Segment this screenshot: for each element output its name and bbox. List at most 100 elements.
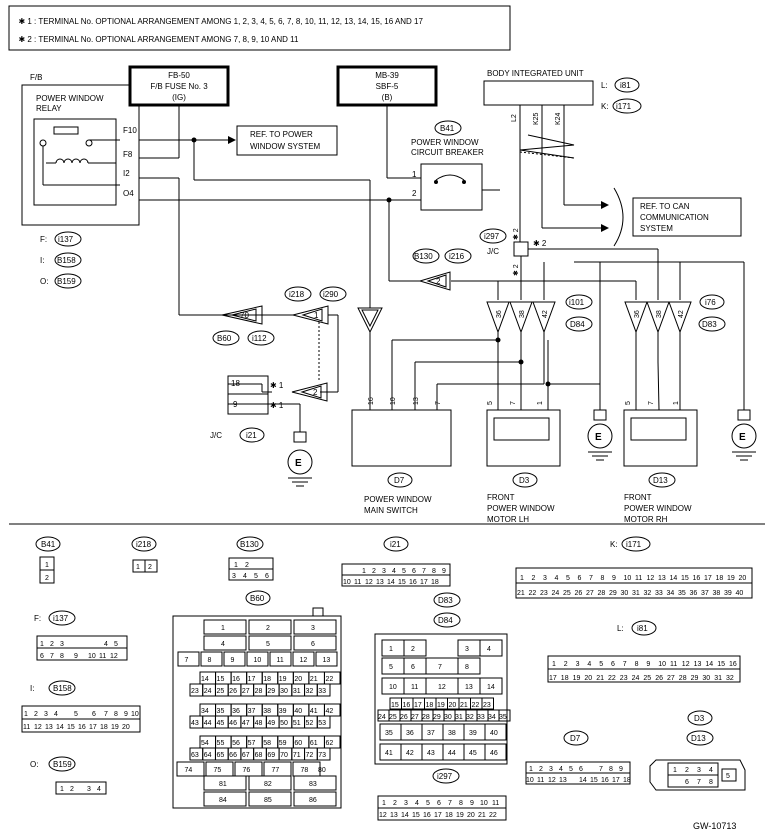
svg-text:36: 36	[634, 310, 641, 318]
svg-text:69: 69	[267, 752, 275, 759]
svg-text:5: 5	[625, 401, 632, 405]
svg-text:21: 21	[460, 702, 468, 709]
svg-text:22: 22	[472, 702, 480, 709]
svg-text:23: 23	[620, 675, 628, 682]
svg-text:MAIN SWITCH: MAIN SWITCH	[364, 506, 418, 515]
fb-label: F/B	[30, 73, 42, 82]
svg-text:2: 2	[50, 641, 54, 648]
svg-text:7: 7	[589, 575, 593, 582]
svg-text:35: 35	[385, 730, 393, 737]
svg-text:1: 1	[136, 564, 140, 571]
svg-text:3: 3	[549, 766, 553, 773]
svg-text:1: 1	[382, 800, 386, 807]
svg-text:39: 39	[469, 730, 477, 737]
svg-text:7: 7	[697, 779, 701, 786]
svg-text:2: 2	[313, 388, 318, 397]
svg-text:29: 29	[267, 688, 275, 695]
svg-text:K:: K:	[601, 102, 609, 111]
svg-text:20: 20	[584, 675, 592, 682]
svg-text:CIRCUIT BREAKER: CIRCUIT BREAKER	[411, 148, 484, 157]
svg-text:17: 17	[420, 579, 428, 586]
svg-text:23: 23	[483, 702, 491, 709]
svg-text:37: 37	[248, 708, 256, 715]
svg-text:14: 14	[56, 724, 64, 731]
svg-text:5: 5	[254, 573, 258, 580]
svg-text:B60: B60	[250, 594, 265, 603]
svg-text:6: 6	[40, 653, 44, 660]
svg-text:4: 4	[392, 568, 396, 575]
svg-text:4: 4	[54, 711, 58, 718]
svg-text:32: 32	[306, 688, 314, 695]
svg-text:POWER WINDOW: POWER WINDOW	[487, 504, 555, 513]
svg-text:B41: B41	[41, 540, 56, 549]
svg-text:52: 52	[306, 720, 314, 727]
svg-text:36: 36	[232, 708, 240, 715]
svg-text:14: 14	[579, 777, 587, 784]
svg-text:84: 84	[219, 797, 227, 804]
svg-text:FB-50: FB-50	[168, 71, 190, 80]
svg-text:11: 11	[354, 579, 361, 586]
svg-text:36: 36	[496, 310, 503, 318]
svg-text:I:: I:	[30, 684, 34, 693]
svg-text:8: 8	[709, 779, 713, 786]
svg-text:22: 22	[529, 590, 537, 597]
svg-text:24: 24	[632, 675, 640, 682]
svg-text:2: 2	[45, 575, 49, 582]
svg-text:22: 22	[489, 812, 497, 819]
svg-text:1: 1	[24, 711, 28, 718]
svg-text:73: 73	[318, 752, 326, 759]
svg-text:7: 7	[438, 664, 442, 671]
note-1: ✱ 1 : TERMINAL No. OPTIONAL ARRANGEMENT …	[14, 17, 424, 26]
relay-title-2: RELAY	[36, 104, 62, 113]
svg-text:45: 45	[216, 720, 224, 727]
svg-text:38: 38	[263, 708, 271, 715]
svg-text:50: 50	[280, 720, 288, 727]
svg-text:21: 21	[517, 590, 525, 597]
svg-text:9: 9	[612, 575, 616, 582]
svg-text:17: 17	[434, 812, 442, 819]
svg-text:5: 5	[569, 766, 573, 773]
svg-text:42: 42	[678, 310, 685, 318]
svg-text:F/B FUSE No. 3: F/B FUSE No. 3	[150, 82, 208, 91]
svg-text:5: 5	[114, 641, 118, 648]
svg-text:59: 59	[279, 740, 287, 747]
svg-text:76: 76	[243, 767, 251, 774]
svg-text:28: 28	[255, 688, 263, 695]
svg-text:16: 16	[232, 676, 240, 683]
svg-text:27: 27	[667, 675, 675, 682]
svg-text:21: 21	[596, 675, 604, 682]
svg-text:13: 13	[559, 777, 567, 784]
svg-text:19: 19	[573, 675, 581, 682]
svg-text:15: 15	[681, 575, 689, 582]
svg-text:14: 14	[705, 661, 713, 668]
svg-text:2: 2	[34, 711, 38, 718]
svg-text:13: 13	[465, 684, 473, 691]
svg-text:E: E	[739, 432, 746, 443]
svg-text:1: 1	[40, 641, 44, 648]
svg-text:35: 35	[217, 708, 225, 715]
svg-text:J/C: J/C	[210, 431, 222, 440]
svg-text:38: 38	[713, 590, 721, 597]
svg-text:COMMUNICATION: COMMUNICATION	[640, 213, 709, 222]
svg-text:1: 1	[537, 401, 544, 405]
svg-text:27: 27	[411, 714, 419, 721]
svg-text:42: 42	[406, 750, 414, 757]
svg-text:i218: i218	[289, 290, 305, 299]
svg-text:70: 70	[280, 752, 288, 759]
svg-text:11: 11	[23, 724, 30, 731]
svg-text:4: 4	[709, 767, 713, 774]
svg-text:34: 34	[201, 708, 209, 715]
svg-text:D84: D84	[438, 616, 453, 625]
svg-text:18: 18	[561, 675, 569, 682]
svg-text:(B): (B)	[382, 93, 393, 102]
svg-text:2: 2	[532, 575, 536, 582]
svg-text:6: 6	[412, 568, 416, 575]
svg-text:12: 12	[365, 579, 373, 586]
svg-text:2: 2	[412, 189, 417, 198]
svg-text:17: 17	[414, 702, 422, 709]
svg-text:7: 7	[185, 657, 189, 664]
svg-text:8: 8	[432, 568, 436, 575]
svg-text:30: 30	[702, 675, 710, 682]
svg-text:25: 25	[216, 688, 224, 695]
svg-text:39: 39	[724, 590, 732, 597]
